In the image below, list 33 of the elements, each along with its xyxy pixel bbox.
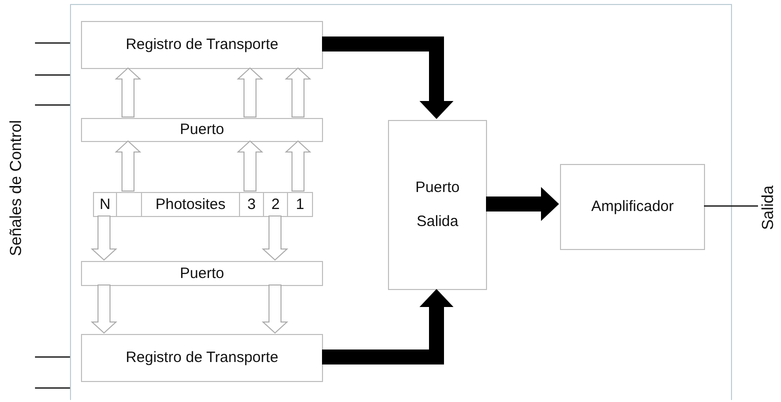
hollow-arrow bbox=[114, 140, 142, 192]
block-box: Puerto bbox=[81, 118, 323, 142]
hollow-arrow bbox=[90, 284, 118, 334]
hollow-arrow bbox=[236, 67, 264, 118]
control-line bbox=[35, 42, 70, 44]
block-box: N bbox=[93, 192, 117, 217]
control-line bbox=[35, 387, 70, 389]
block-box: Puerto bbox=[81, 261, 323, 286]
sensor-frame bbox=[70, 4, 732, 400]
hollow-arrow bbox=[262, 216, 288, 261]
control-line bbox=[35, 74, 70, 76]
hollow-arrow bbox=[114, 67, 142, 118]
hollow-arrow bbox=[284, 140, 312, 192]
block-box: Registro de Transporte bbox=[81, 21, 323, 69]
thick-arrow bbox=[322, 289, 454, 364]
thick-arrow bbox=[486, 187, 559, 221]
output-label: Salida bbox=[758, 180, 780, 236]
line bbox=[704, 205, 758, 207]
hollow-arrow bbox=[90, 216, 118, 261]
block-box: 1 bbox=[287, 192, 313, 217]
block-box: 3 bbox=[239, 192, 264, 217]
block-box: Registro de Transporte bbox=[81, 334, 323, 382]
hollow-arrow bbox=[236, 140, 264, 192]
control-line bbox=[35, 356, 70, 358]
thick-arrow bbox=[322, 36, 454, 119]
block-box: 2 bbox=[263, 192, 288, 217]
hollow-arrow bbox=[262, 284, 288, 334]
control-line bbox=[35, 104, 70, 106]
hollow-arrow bbox=[284, 67, 312, 118]
block-box: Puerto Salida bbox=[388, 120, 487, 290]
block-box: Amplificador bbox=[560, 164, 705, 250]
block-box: Photosites bbox=[141, 192, 240, 217]
side-label: Señales de Control bbox=[8, 120, 26, 256]
